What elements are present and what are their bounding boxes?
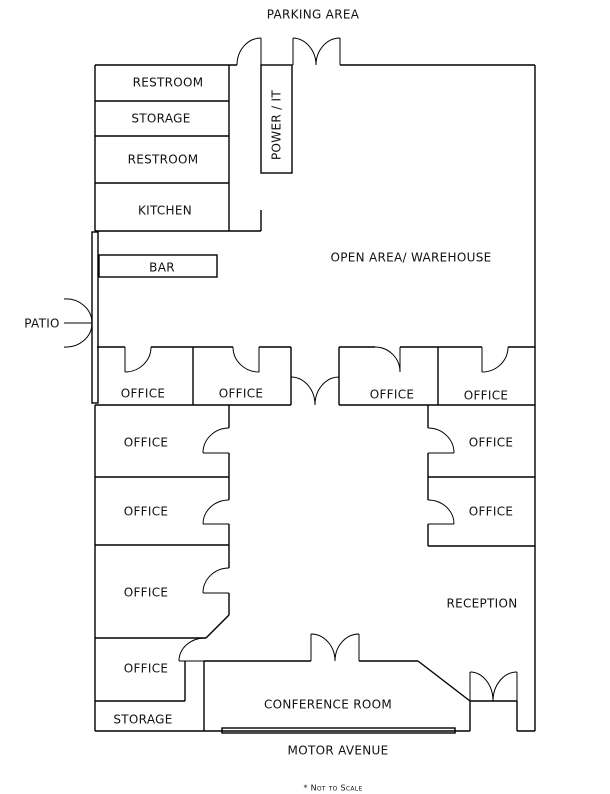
outer-walls xyxy=(94,64,536,732)
conference-walls xyxy=(204,633,471,734)
power-it-label: POWER / IT xyxy=(270,90,284,160)
room-labels: PARKING AREA RESTROOM STORAGE RESTROOM K… xyxy=(24,8,517,793)
west-offices xyxy=(95,405,230,731)
office-label: OFFICE xyxy=(124,662,169,676)
bar-counter xyxy=(98,254,218,278)
office-label: OFFICE xyxy=(124,436,169,450)
service-rooms xyxy=(95,64,293,232)
middle-offices xyxy=(95,346,535,406)
not-to-scale-note: * Not to Scale xyxy=(303,784,362,793)
open-area-label: OPEN AREA/ WAREHOUSE xyxy=(330,251,491,265)
office-label: OFFICE xyxy=(370,388,415,402)
office-label: OFFICE xyxy=(464,389,509,403)
office-label: OFFICE xyxy=(121,387,166,401)
parking-area-label: PARKING AREA xyxy=(267,8,360,22)
east-offices xyxy=(427,405,535,547)
office-label: OFFICE xyxy=(469,436,514,450)
kitchen-label: KITCHEN xyxy=(138,204,192,218)
office-label: OFFICE xyxy=(124,505,169,519)
restroom-label-1: RESTROOM xyxy=(133,76,204,90)
office-label: OFFICE xyxy=(124,586,169,600)
parking-doors xyxy=(236,37,341,66)
conference-room-label: CONFERENCE ROOM xyxy=(264,698,392,712)
patio-label: PATIO xyxy=(24,317,60,331)
storage-label-2: STORAGE xyxy=(113,713,172,727)
motor-avenue-label: MOTOR AVENUE xyxy=(288,744,389,758)
restroom-label-2: RESTROOM xyxy=(128,153,199,167)
entrance-doors xyxy=(469,671,518,731)
west-office-doors xyxy=(178,427,230,662)
reception-label: RECEPTION xyxy=(446,597,517,611)
patio-wall xyxy=(63,231,99,404)
storage-label-1: STORAGE xyxy=(131,112,190,126)
office-label: OFFICE xyxy=(469,505,514,519)
middle-office-doors xyxy=(124,346,509,406)
office-label: OFFICE xyxy=(219,387,264,401)
bar-label: BAR xyxy=(149,261,175,275)
